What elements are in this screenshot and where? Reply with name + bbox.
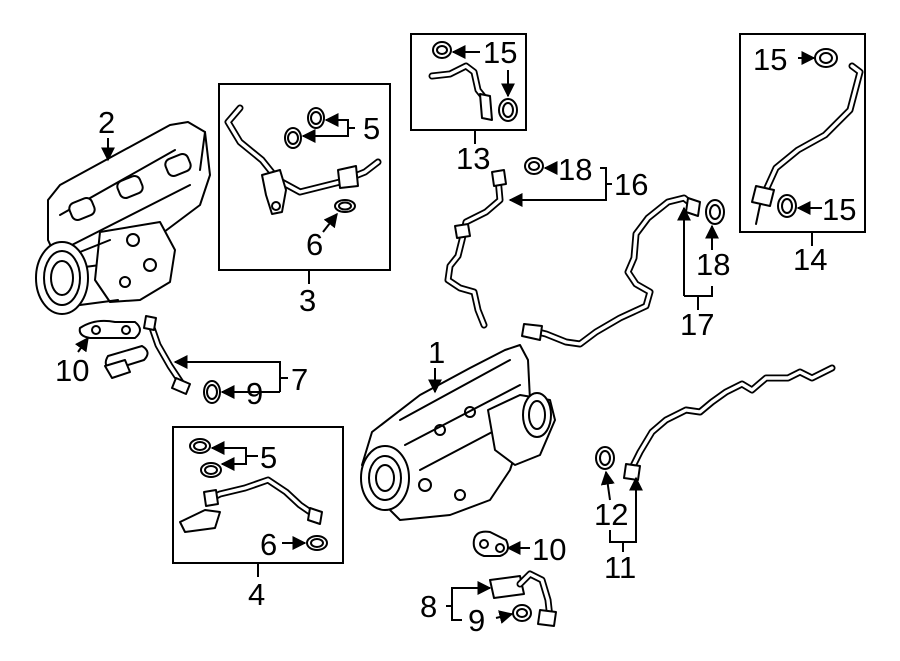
callout-4: 4 — [248, 577, 265, 612]
callout-2: 2 — [98, 105, 115, 140]
callout-11: 11 — [604, 550, 636, 585]
kit-box-4 — [172, 426, 344, 564]
callout-9: 9 — [246, 376, 263, 411]
callout-17: 17 — [680, 307, 714, 342]
callout-1: 1 — [428, 335, 445, 370]
turbocharger-main — [360, 344, 556, 521]
coolant-line-11 — [595, 364, 836, 481]
callout-18: 18 — [696, 247, 730, 282]
callout-5: 5 — [363, 111, 380, 146]
callout-9: 9 — [468, 603, 485, 638]
callout-6: 6 — [260, 527, 277, 562]
callout-10: 10 — [55, 353, 89, 388]
kit-box-14 — [739, 33, 866, 233]
callout-13: 13 — [456, 141, 490, 176]
kit-box-13 — [410, 33, 527, 131]
callout-16: 16 — [614, 167, 648, 202]
callout-10: 10 — [532, 532, 566, 567]
callout-3: 3 — [299, 283, 316, 318]
callout-14: 14 — [793, 242, 827, 277]
callout-labels: 2 5 6 3 10 7 9 5 6 4 1 15 13 18 16 18 17… — [55, 35, 856, 638]
coolant-line-16 — [444, 157, 544, 329]
callout-15: 15 — [483, 35, 517, 70]
oil-line-7 — [78, 315, 221, 404]
turbocharger-upper — [35, 121, 211, 315]
callout-6: 6 — [306, 227, 323, 262]
callout-18: 18 — [558, 152, 592, 187]
callout-8: 8 — [420, 589, 437, 624]
kit-box-3 — [218, 83, 391, 271]
leader-lines — [74, 45, 822, 624]
oil-line-8 — [472, 530, 557, 627]
callout-5: 5 — [260, 440, 277, 475]
coolant-line-17 — [521, 194, 725, 348]
callout-12: 12 — [594, 497, 628, 532]
callout-15: 15 — [753, 42, 787, 77]
callout-15: 15 — [822, 192, 856, 227]
callout-7: 7 — [291, 362, 308, 397]
